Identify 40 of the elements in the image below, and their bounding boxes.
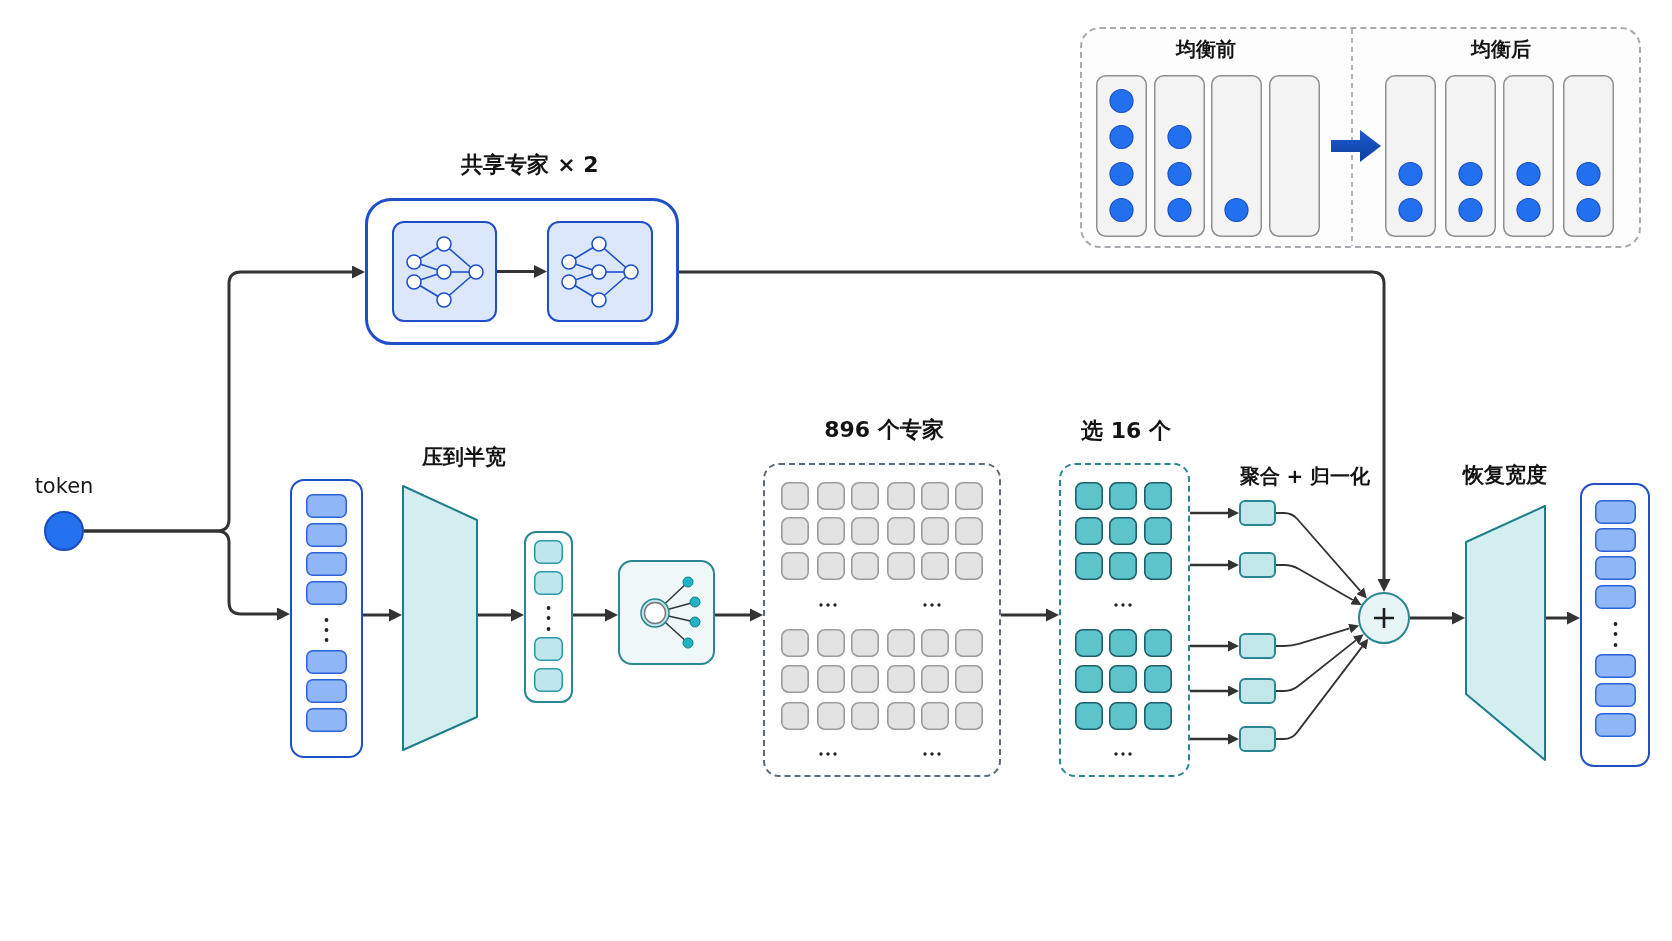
arrow [1190,507,1239,519]
expert-output-box [1239,678,1276,704]
group-title: 选 16 个 [1081,417,1171,445]
arrow [1275,623,1360,647]
arrow [1546,611,1580,625]
vector-column [524,531,573,703]
arrow [1275,638,1369,740]
arrow [84,529,290,621]
router-box [618,560,715,665]
expert-output-box [1239,726,1276,752]
arrow [1275,512,1367,599]
arrow [1190,559,1239,571]
arrow [363,608,402,622]
expert-box [547,221,653,322]
stage-label: 恢复宽度 [1463,463,1547,489]
vector-column [290,479,363,758]
arrow [478,608,524,622]
arrow [1410,611,1465,625]
arrow [1190,733,1239,745]
section-heading: 均衡后 [1471,37,1531,61]
arrow [1275,634,1364,692]
arrow [497,265,547,278]
expert-output-box [1239,552,1276,578]
expert-output-box [1239,633,1276,659]
stage-label: 聚合 + 归一化 [1239,464,1371,488]
stage-label: 压到半宽 [422,445,506,471]
expert-box [392,221,497,322]
group-title: 共享专家 × 2 [461,151,599,179]
arrow [1001,608,1059,622]
section-heading: 均衡前 [1176,37,1236,61]
group-title: 896 个专家 [824,416,944,444]
arrow [1190,685,1239,697]
vector-column [1580,483,1650,767]
expert-output-box [1239,500,1276,526]
arrow [1190,640,1239,652]
arrow [715,608,763,622]
arrow [573,608,618,622]
arrow [679,270,1391,592]
token-label: token [34,474,94,500]
arrow [1275,564,1362,605]
